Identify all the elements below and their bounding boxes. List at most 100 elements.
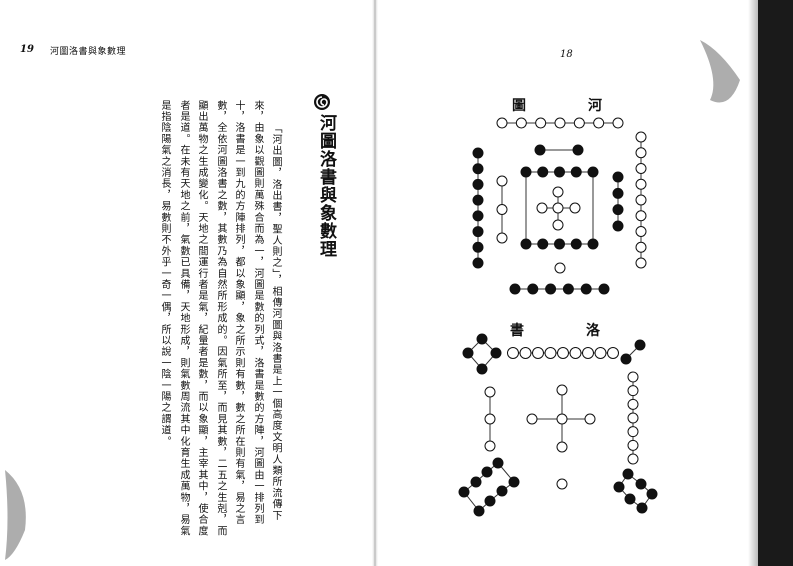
text-column-2: 來，由象以觀圖則萬殊合而為一，河圖是數的列式，洛書是數的方陣，河圖由一排列到 <box>252 100 263 526</box>
luoshu-dot-4 <box>476 363 488 375</box>
hetu-dot-inner-2 <box>534 144 546 156</box>
hetu-dot-center-5 <box>552 186 564 198</box>
hetu-dot-left-8 <box>472 210 484 222</box>
hetu-dot-left-3 <box>496 204 508 215</box>
hetu-dot-right-9 <box>635 147 647 159</box>
hetu-dot-top-7 <box>535 117 547 129</box>
hetu-dot-bottom-6 <box>545 283 557 295</box>
luoshu-dot-7 <box>627 412 639 424</box>
luoshu-label-luo: 洛 <box>586 323 600 339</box>
text-column-1: 「河出圖，洛出書，聖人則之」，相傳河圖與洛書是上一個高度文明人類所流傳下 <box>270 123 281 522</box>
hetu-dot-right-9 <box>635 241 647 253</box>
hetu-dot-top-7 <box>593 117 605 129</box>
scan-dark-edge <box>758 0 793 566</box>
hetu-dot-left-3 <box>496 232 508 244</box>
hetu-dot-square-top <box>587 166 599 178</box>
luoshu-dot-4 <box>462 347 474 359</box>
luoshu-dot-2 <box>634 339 646 351</box>
hetu-dot-square-top <box>520 166 532 178</box>
book-gutter <box>372 0 378 566</box>
luoshu-dot-6 <box>624 493 636 505</box>
hetu-dot-bottom-6 <box>527 283 539 295</box>
luoshu-dot-4 <box>490 347 502 359</box>
luoshu-dot-9 <box>544 347 557 359</box>
luoshu-dot-7 <box>627 371 639 383</box>
hetu-dot-right-4 <box>612 171 624 183</box>
hetu-dot-right-4 <box>612 220 624 232</box>
page-number-left: 19 <box>20 44 34 55</box>
hetu-dot-right-9 <box>635 257 647 269</box>
hetu-dot-left-3 <box>496 175 508 187</box>
hetu-label-he: 河 <box>588 98 602 114</box>
luoshu-dot-9 <box>569 347 582 359</box>
luoshu-dot-8 <box>470 476 482 488</box>
hetu-dot-center-5 <box>552 219 564 231</box>
hetu-dot-center-5 <box>552 202 564 214</box>
luoshu-dot-9 <box>532 347 544 359</box>
luoshu-dot-3 <box>484 386 496 398</box>
hetu-dot-square-top <box>554 166 565 178</box>
luoshu-dot-9 <box>607 347 619 359</box>
hetu-dot-bottom-6 <box>509 283 521 295</box>
luoshu-dot-8 <box>496 485 508 497</box>
hetu-dot-left-8 <box>472 163 484 175</box>
luoshu-dot-8 <box>481 466 493 478</box>
luoshu-dot-7 <box>627 453 639 465</box>
luoshu-dot-5 <box>584 413 596 425</box>
hetu-dot-top-7 <box>612 117 624 129</box>
hetu-dot-left-8 <box>472 147 484 159</box>
hetu-dot-square-bottom <box>537 238 549 250</box>
hetu-dot-right-9 <box>635 226 647 237</box>
dragon-ornament-top-right <box>700 40 740 103</box>
luoshu-dot-8 <box>458 486 470 498</box>
luoshu-dot-5 <box>526 413 538 425</box>
text-column-4: 數，全依河圖洛書之數，其數乃為自然所形成的。因氣所至，而見其數，二五之生剋，而 <box>215 100 226 537</box>
luoshu-dot-8 <box>508 476 520 488</box>
luoshu-dot-3 <box>484 413 496 425</box>
hetu-dot-right-9 <box>635 131 647 143</box>
luoshu-dot-9 <box>557 347 569 359</box>
luoshu-dot-6 <box>636 502 648 514</box>
luoshu-dot-1 <box>556 478 568 490</box>
text-column-7: 是指陰陽氣之消長，易數則不外乎一奇一偶，所以說一陰一陽之謂道。 <box>159 100 170 448</box>
luoshu-dot-7 <box>627 426 639 438</box>
luoshu-dot-5 <box>556 413 568 425</box>
hetu-dot-right-9 <box>635 210 647 222</box>
swirl-icon <box>314 94 330 110</box>
hetu-dot-top-7 <box>496 117 508 129</box>
hetu-dot-square-top <box>537 166 549 178</box>
hetu-label-tu: 圖 <box>512 98 526 114</box>
luoshu-dot-3 <box>484 440 496 452</box>
luoshu-label-shu: 書 <box>510 323 524 339</box>
hetu-dot-center-5 <box>569 202 581 214</box>
luoshu-dot-2 <box>620 353 632 365</box>
hetu-dot-bottom-6 <box>580 283 592 295</box>
page-number-right: 18 <box>560 49 573 60</box>
hetu-dot-square-bottom <box>520 238 532 250</box>
hetu-dot-right-4 <box>612 204 624 216</box>
luoshu-dot-6-link <box>618 473 653 509</box>
hetu-dot-top-7 <box>554 117 566 129</box>
hetu-dot-left-8 <box>472 226 484 238</box>
hetu-dot-square-bottom <box>587 238 599 250</box>
hetu-dot-square-bottom <box>570 238 582 250</box>
luoshu-dot-8 <box>473 505 485 517</box>
luoshu-dot-7 <box>627 385 639 397</box>
luoshu-dot-8 <box>484 495 496 507</box>
hetu-dot-bottom-6 <box>562 283 574 295</box>
luoshu-dot-5 <box>556 384 568 396</box>
hetu-dot-right-9 <box>635 178 647 190</box>
luoshu-dot-6 <box>622 468 634 480</box>
text-column-5: 顯出萬物之生成變化。天地之間運行者是氣，紀量者是數，而以象顯，主宰其中，使合度 <box>196 100 207 537</box>
hetu-dot-center-5 <box>536 202 548 214</box>
luoshu-dot-9 <box>582 347 594 359</box>
hetu-dot-left-8 <box>472 178 484 190</box>
luoshu-dot-9 <box>519 347 532 359</box>
luoshu-dot-7 <box>627 439 639 451</box>
page-edge-shadow <box>748 0 758 566</box>
chapter-title: 河圖洛書與象數理 <box>316 114 336 258</box>
hetu-dot-inner-2 <box>572 144 584 156</box>
hetu-dot-left-8 <box>472 194 484 206</box>
luoshu-dot-9 <box>507 347 519 359</box>
